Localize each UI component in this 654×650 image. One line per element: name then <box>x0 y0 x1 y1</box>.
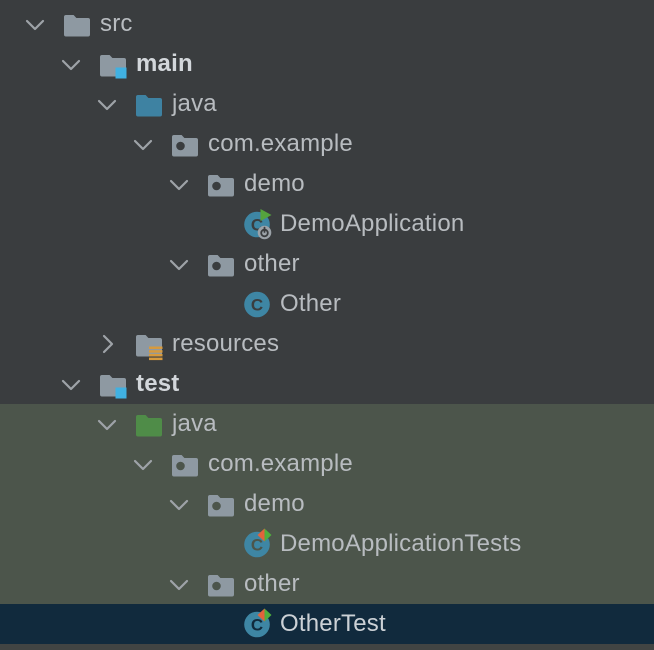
chevron-down-icon[interactable] <box>60 52 82 76</box>
package-icon <box>206 489 236 519</box>
package-icon <box>170 129 200 159</box>
panel-bottom-strip <box>0 644 654 650</box>
sources-root-folder-icon <box>98 369 128 399</box>
tree-row-main[interactable]: main <box>0 44 654 84</box>
package-icon <box>170 449 200 479</box>
tree-row-src[interactable]: src <box>0 4 654 44</box>
chevron-right-icon[interactable] <box>96 332 118 356</box>
package-icon <box>206 249 236 279</box>
tree-node-label: com.example <box>208 450 353 477</box>
package-icon <box>206 569 236 599</box>
tree-node-label: com.example <box>208 130 353 157</box>
chevron-down-icon[interactable] <box>132 452 154 476</box>
tree-node-label: main <box>136 50 193 77</box>
test-class-icon: C <box>242 608 272 639</box>
tree-row-java[interactable]: java <box>0 404 654 444</box>
tree-row-demo[interactable]: demo <box>0 164 654 204</box>
test-class-icon: C <box>242 528 272 559</box>
class-icon: C <box>242 289 272 319</box>
tree-row-demoapplicationtests[interactable]: C DemoApplicationTests <box>0 524 654 564</box>
java-sources-folder-icon <box>134 89 164 119</box>
chevron-down-icon[interactable] <box>60 372 82 396</box>
tree-row-other[interactable]: other <box>0 564 654 604</box>
tree-node-label: DemoApplicationTests <box>280 530 522 557</box>
tree-row-java[interactable]: java <box>0 84 654 124</box>
tree-row-resources[interactable]: resources <box>0 324 654 364</box>
tree-node-label: other <box>244 570 300 597</box>
tree-node-label: java <box>172 90 217 117</box>
tree-row-test[interactable]: test <box>0 364 654 404</box>
tree-node-label: test <box>136 370 180 397</box>
package-icon <box>206 169 236 199</box>
chevron-down-icon[interactable] <box>168 172 190 196</box>
tree-row-com-example[interactable]: com.example <box>0 444 654 484</box>
svg-text:C: C <box>251 296 263 315</box>
test-sources-folder-icon <box>134 409 164 439</box>
svg-text:C: C <box>251 536 263 555</box>
tree-node-label: OtherTest <box>280 610 386 637</box>
chevron-down-icon[interactable] <box>96 92 118 116</box>
tree-node-label: demo <box>244 490 305 517</box>
chevron-down-icon[interactable] <box>132 132 154 156</box>
tree-node-label: src <box>100 10 133 37</box>
folder-icon <box>62 9 92 39</box>
tree-row-other[interactable]: C Other <box>0 284 654 324</box>
tree-node-label: other <box>244 250 300 277</box>
tree-row-demoapplication[interactable]: C DemoApplication <box>0 204 654 244</box>
tree-node-label: DemoApplication <box>280 210 465 237</box>
tree-node-label: resources <box>172 330 280 357</box>
tree-row-com-example[interactable]: com.example <box>0 124 654 164</box>
chevron-down-icon[interactable] <box>24 12 46 36</box>
tree-node-label: Other <box>280 290 342 317</box>
tree-row-othertest[interactable]: C OtherTest <box>0 604 654 644</box>
tree-node-label: java <box>172 410 217 437</box>
sources-root-folder-icon <box>98 49 128 79</box>
chevron-down-icon[interactable] <box>168 572 190 596</box>
tree-row-other[interactable]: other <box>0 244 654 284</box>
chevron-down-icon[interactable] <box>168 252 190 276</box>
chevron-down-icon[interactable] <box>96 412 118 436</box>
tree-row-demo[interactable]: demo <box>0 484 654 524</box>
svg-text:C: C <box>251 616 263 635</box>
runnable-class-icon: C <box>242 209 272 240</box>
chevron-down-icon[interactable] <box>168 492 190 516</box>
tree-node-label: demo <box>244 170 305 197</box>
resources-folder-icon <box>134 329 164 361</box>
